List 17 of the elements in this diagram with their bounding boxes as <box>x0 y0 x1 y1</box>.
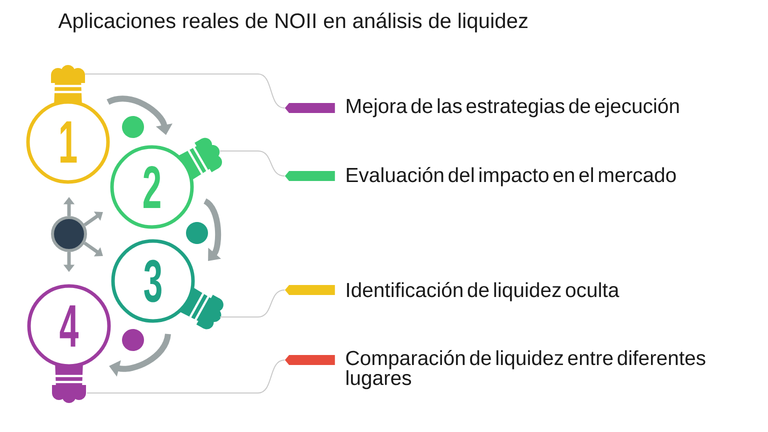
arrow <box>84 242 103 256</box>
arrow <box>84 212 103 226</box>
light-bulb: 2 <box>110 138 222 229</box>
item-text: Identificación de liquidez oculta <box>347 282 620 302</box>
title: Aplicaciones reales de NOII en análisis de liquidez <box>58 12 528 32</box>
item-text: Mejora de las estrategias de ejecución <box>346 98 679 118</box>
arrow <box>203 198 222 261</box>
item-text: Comparación de liquidez entre diferentes lugares <box>346 350 706 390</box>
item-text: Evaluación del impacto en el mercado <box>346 167 676 186</box>
light-bulb: 1 <box>26 65 110 184</box>
leader-line <box>86 360 286 394</box>
hub-circle <box>51 216 87 252</box>
light-bulb: 4 <box>27 284 111 403</box>
leader-line <box>220 150 286 176</box>
leader-line <box>220 290 286 318</box>
light-bulb: 3 <box>111 239 224 330</box>
leader-line <box>84 74 286 108</box>
